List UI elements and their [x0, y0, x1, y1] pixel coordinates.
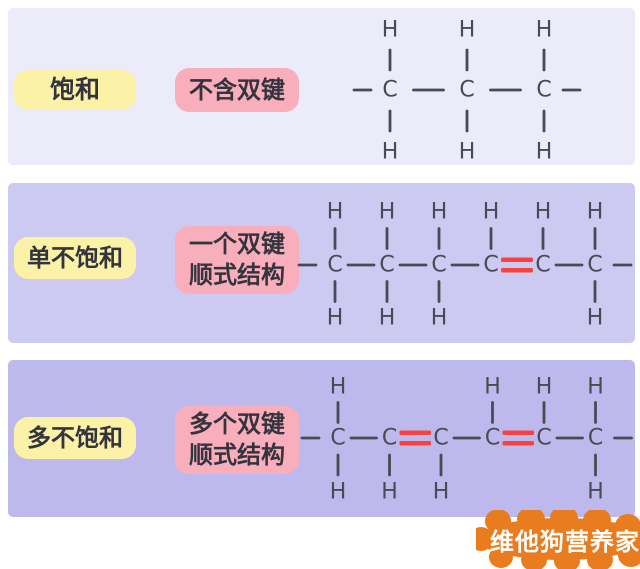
- svg-text:H: H: [382, 18, 399, 43]
- description-line: 不含双键: [189, 76, 285, 104]
- svg-text:H: H: [379, 200, 396, 225]
- svg-text:H: H: [535, 200, 552, 225]
- description-line: 顺式结构: [189, 261, 285, 289]
- svg-text:C: C: [587, 253, 602, 278]
- svg-text:C: C: [433, 426, 448, 451]
- watermark-blob-shape: [476, 510, 640, 569]
- svg-text:H: H: [587, 480, 604, 505]
- watermark-text: 维他狗营养家: [490, 528, 640, 556]
- description-label-monounsaturated: 一个双键 顺式结构: [175, 226, 299, 294]
- svg-text:C: C: [536, 78, 551, 103]
- svg-text:H: H: [483, 200, 500, 225]
- svg-text:H: H: [587, 375, 604, 400]
- description-line: 多个双键: [189, 410, 285, 438]
- svg-text:H: H: [433, 480, 450, 505]
- svg-text:C: C: [483, 253, 498, 278]
- row-monounsaturated: 单不饱和 一个双键 顺式结构 C H H C H H C H H C H C H C H H: [8, 183, 635, 343]
- svg-text:H: H: [431, 200, 448, 225]
- category-label-monounsaturated: 单不饱和: [14, 237, 136, 279]
- svg-text:H: H: [379, 306, 396, 331]
- svg-text:C: C: [588, 426, 603, 451]
- svg-text:C: C: [382, 426, 397, 451]
- svg-text:H: H: [459, 18, 476, 43]
- svg-text:H: H: [431, 306, 448, 331]
- svg-text:H: H: [327, 306, 344, 331]
- svg-text:C: C: [327, 253, 342, 278]
- svg-text:C: C: [535, 253, 550, 278]
- svg-text:H: H: [327, 200, 344, 225]
- description-line: 顺式结构: [189, 441, 285, 469]
- svg-text:C: C: [431, 253, 446, 278]
- svg-text:H: H: [536, 140, 553, 165]
- svg-text:C: C: [382, 78, 397, 103]
- svg-text:C: C: [330, 426, 345, 451]
- description-label-polyunsaturated: 多个双键 顺式结构: [175, 406, 299, 474]
- svg-text:H: H: [484, 375, 501, 400]
- category-label-polyunsaturated: 多不饱和: [14, 417, 136, 459]
- row-saturated: 饱和 不含双键 C H H C H H C H H: [8, 8, 635, 165]
- molecule-diagram-polyunsaturated: C H H C H C H C H C H C H H: [300, 375, 633, 505]
- molecule-diagram-saturated: C H H C H H C H H: [352, 18, 582, 165]
- row-polyunsaturated: 多不饱和 多个双键 顺式结构 C H H C H C H C H C H C H H: [8, 360, 635, 517]
- svg-text:C: C: [485, 426, 500, 451]
- watermark-badge: 维他狗营养家: [476, 510, 640, 569]
- svg-text:H: H: [587, 306, 604, 331]
- svg-text:H: H: [536, 375, 553, 400]
- svg-text:H: H: [459, 140, 476, 165]
- description-label-saturated: 不含双键: [175, 68, 299, 112]
- svg-text:H: H: [381, 480, 398, 505]
- svg-text:H: H: [587, 200, 604, 225]
- description-line: 一个双键: [189, 230, 285, 258]
- svg-text:H: H: [536, 18, 553, 43]
- svg-text:H: H: [382, 140, 399, 165]
- category-label-saturated: 饱和: [14, 70, 136, 110]
- svg-text:H: H: [330, 375, 347, 400]
- svg-text:C: C: [379, 253, 394, 278]
- molecule-diagram-monounsaturated: C H H C H H C H H C H C H C H H: [297, 200, 633, 331]
- svg-text:C: C: [459, 78, 474, 103]
- svg-text:H: H: [330, 480, 347, 505]
- svg-text:C: C: [536, 426, 551, 451]
